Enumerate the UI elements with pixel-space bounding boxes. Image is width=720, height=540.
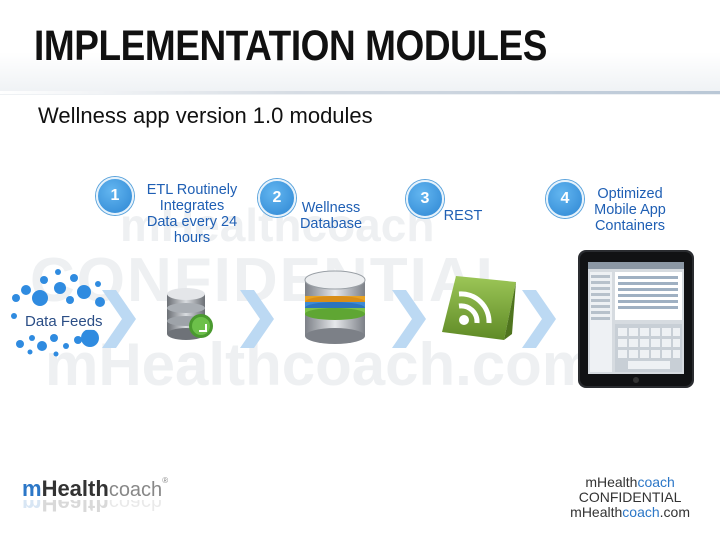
chevron-right-icon (240, 290, 274, 348)
slide-subtitle: Wellness app version 1.0 modules (38, 103, 373, 128)
database-stack-icon (304, 270, 366, 344)
database-import-icon (167, 288, 213, 340)
tablet-icon (578, 250, 694, 388)
chevron-right-icon (392, 290, 426, 348)
header-band (0, 0, 720, 95)
data-feeds-label: Data Feeds (24, 313, 104, 330)
watermark-confidential: CONFIDENTIAL (30, 246, 516, 315)
header-divider (0, 91, 720, 94)
step-1-label: ETL Routinely Integrates Data every 24 h… (146, 182, 238, 246)
step-1-number: 1 (96, 177, 134, 215)
data-feeds-dots-icon (11, 269, 105, 357)
chevron-right-icon (522, 290, 556, 348)
logo-reflection: mHealthcoach (22, 500, 163, 516)
step-2-number: 2 (258, 179, 296, 217)
step-3-label: REST (443, 208, 483, 224)
step-4-number: 4 (546, 180, 584, 218)
chevron-right-icon (102, 290, 136, 348)
confidential-notice: mHealthcoach CONFIDENTIAL mHealthcoach.c… (570, 474, 690, 520)
step-2-label: Wellness Database (299, 200, 363, 232)
mhealthcoach-logo: mHealthcoach® (22, 476, 169, 501)
step-4-label: Optimized Mobile App Containers (594, 186, 666, 234)
rss-feed-icon (442, 276, 516, 340)
slide-title: IMPLEMENTATION MODULES (34, 22, 548, 70)
step-3-number: 3 (406, 180, 444, 218)
